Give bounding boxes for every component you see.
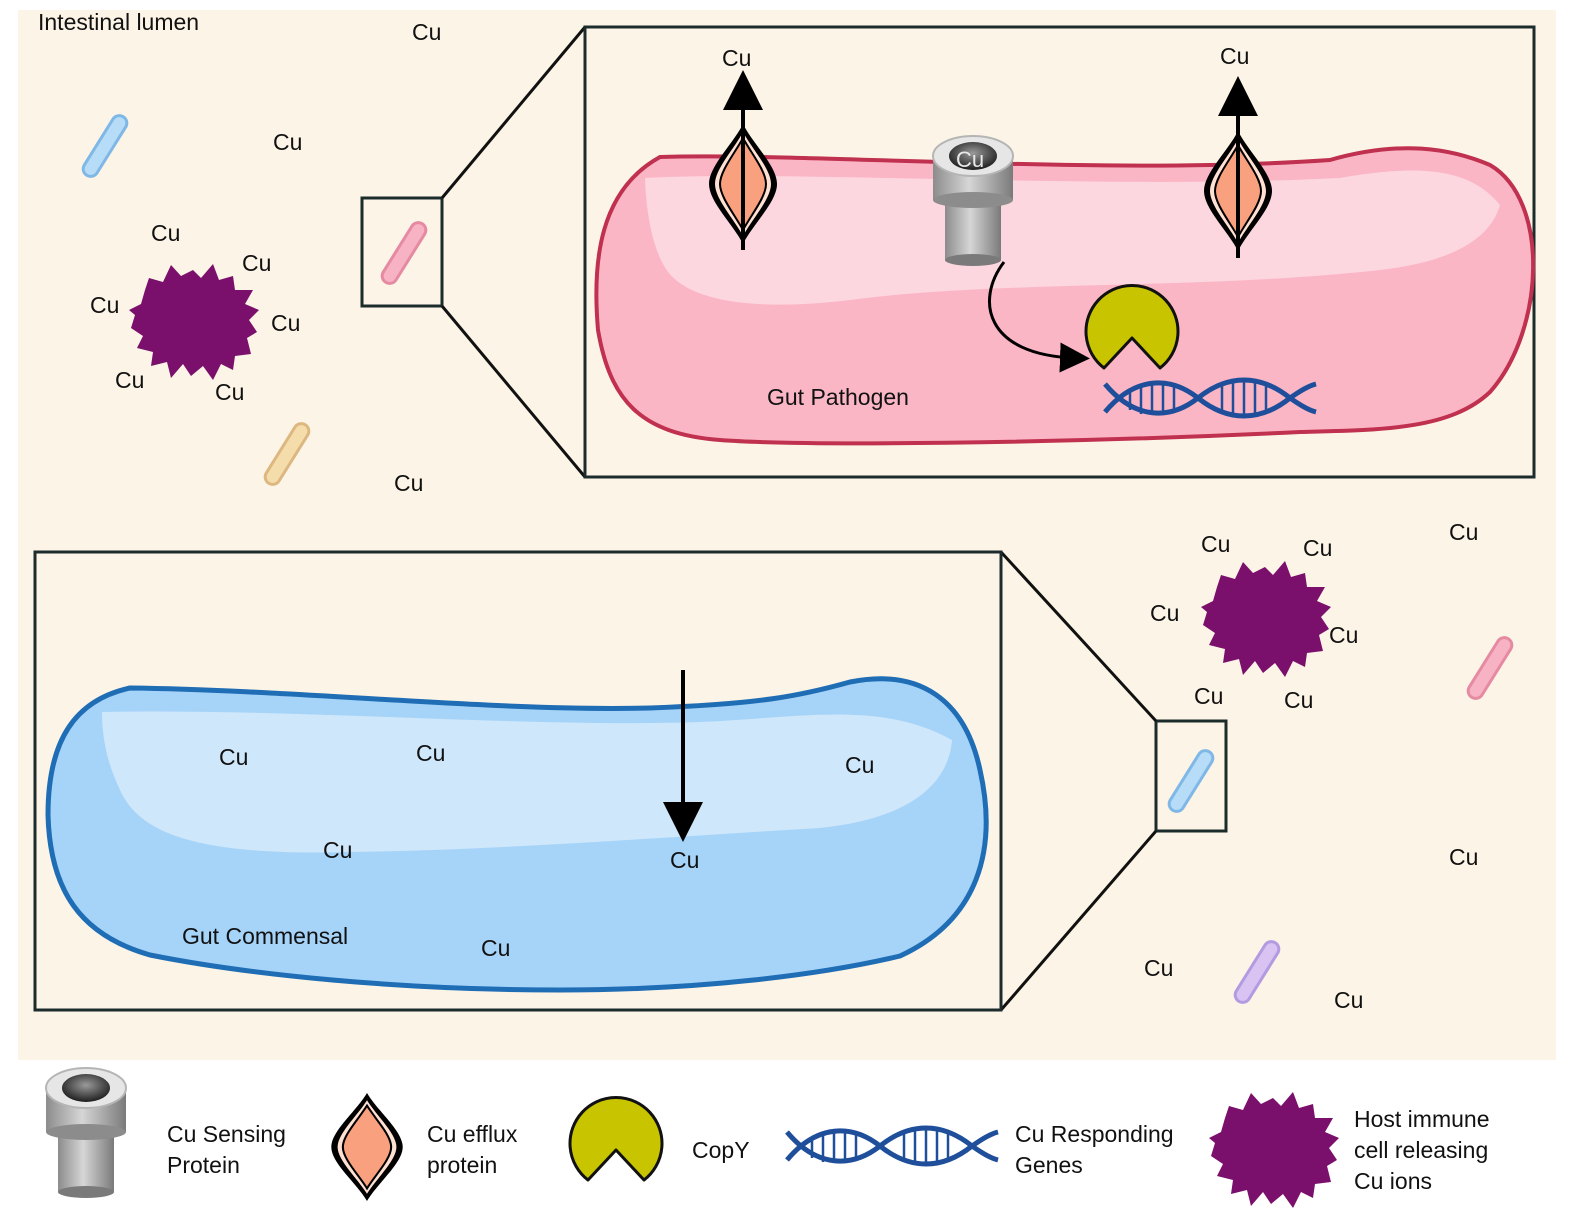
released-ion: Cu — [271, 310, 300, 336]
pathogen-zoom-line-top — [440, 26, 587, 199]
released-ion: Cu — [1284, 687, 1313, 713]
immune-cell-right-ions: Cu Cu Cu Cu Cu Cu — [1150, 531, 1358, 713]
intestinal-lumen-label: Intestinal lumen — [38, 9, 199, 35]
legend-sensing-line1: Cu Sensing — [167, 1121, 286, 1147]
released-ion: Cu — [1303, 535, 1332, 561]
commensal-zoom-source-box — [1154, 719, 1228, 833]
commensal-zoom-line-bottom — [999, 830, 1158, 1011]
cu-sensing-protein-icon — [45, 1067, 127, 1199]
commensal-ion: Cu — [219, 744, 248, 770]
cu-responding-genes-dna — [1103, 377, 1317, 419]
released-ion: Cu — [151, 220, 180, 246]
released-ion: Cu — [1150, 600, 1179, 626]
released-ion: Cu — [215, 379, 244, 405]
released-ion: Cu — [242, 250, 271, 276]
immune-cell-top-left-ions: Cu Cu Cu Cu Cu Cu — [90, 220, 300, 405]
signal-arrow — [988, 261, 1090, 373]
pathogen-cell-highlight — [645, 170, 1500, 305]
bacterium-yellow — [263, 422, 311, 486]
gut-commensal-cell — [45, 676, 989, 993]
released-ion: Cu — [1329, 622, 1358, 648]
commensal-ion: Cu — [416, 740, 445, 766]
free-ions: Cu Cu Cu Cu Cu Cu Cu — [273, 19, 1478, 1013]
sensor-bound-cu-label: Cu — [956, 147, 984, 172]
released-ion: Cu — [1194, 683, 1223, 709]
legend-genes-line1: Cu Responding — [1015, 1121, 1174, 1147]
cu-efflux-protein-icon — [330, 1091, 404, 1203]
gut-commensal-label: Gut Commensal — [182, 923, 348, 949]
free-ion: Cu — [1449, 519, 1478, 545]
legend: Cu Sensing Protein Cu efflux protein Cop… — [45, 1067, 1489, 1208]
commensal-zoom-line-top — [999, 550, 1158, 723]
bacterium-blue-zoomed — [1167, 749, 1215, 813]
bacterium-blue-top — [81, 114, 129, 178]
pathogen-zoom-line-bottom — [440, 305, 587, 478]
legend-efflux-line2: protein — [427, 1152, 497, 1178]
free-ion: Cu — [273, 129, 302, 155]
free-ion: Cu — [1144, 955, 1173, 981]
legend-sensing-line2: Protein — [167, 1152, 240, 1178]
commensal-zoom-panel: Gut Commensal Cu Cu Cu Cu Cu Cu — [33, 550, 1003, 1012]
legend-genes-line2: Genes — [1015, 1152, 1083, 1178]
efflux-ion-label-right: Cu — [1220, 43, 1249, 69]
bacterium-pink-zoomed — [380, 221, 428, 285]
legend-immune-line1: Host immune — [1354, 1106, 1489, 1132]
pathogen-zoom-panel: Gut Pathogen Cu Cu Cu — [583, 25, 1536, 479]
legend-copy-label: CopY — [692, 1137, 750, 1163]
legend-efflux-line1: Cu efflux — [427, 1121, 518, 1147]
commensal-cell-highlight — [102, 711, 952, 853]
legend-immune-line2: cell releasing — [1354, 1137, 1488, 1163]
commensal-ion: Cu — [845, 752, 874, 778]
commensal-ion: Cu — [481, 935, 510, 961]
dna-icon — [785, 1125, 999, 1167]
bacterium-pink-right — [1466, 636, 1514, 700]
immune-cell-icon — [1209, 1092, 1339, 1208]
free-ion: Cu — [394, 470, 423, 496]
gut-pathogen-label: Gut Pathogen — [767, 384, 909, 410]
free-ion: Cu — [412, 19, 441, 45]
efflux-ion-label-left: Cu — [722, 45, 751, 71]
commensal-ion: Cu — [323, 837, 352, 863]
released-ion: Cu — [115, 367, 144, 393]
released-ion: Cu — [90, 292, 119, 318]
influx-ion-label: Cu — [670, 847, 699, 873]
bacterium-purple — [1233, 940, 1281, 1004]
released-ion: Cu — [1201, 531, 1230, 557]
free-ion: Cu — [1449, 844, 1478, 870]
copy-repressor-icon — [568, 1096, 664, 1182]
legend-immune-line3: Cu ions — [1354, 1168, 1432, 1194]
free-ion: Cu — [1334, 987, 1363, 1013]
pathogen-zoom-source-box — [360, 196, 444, 308]
